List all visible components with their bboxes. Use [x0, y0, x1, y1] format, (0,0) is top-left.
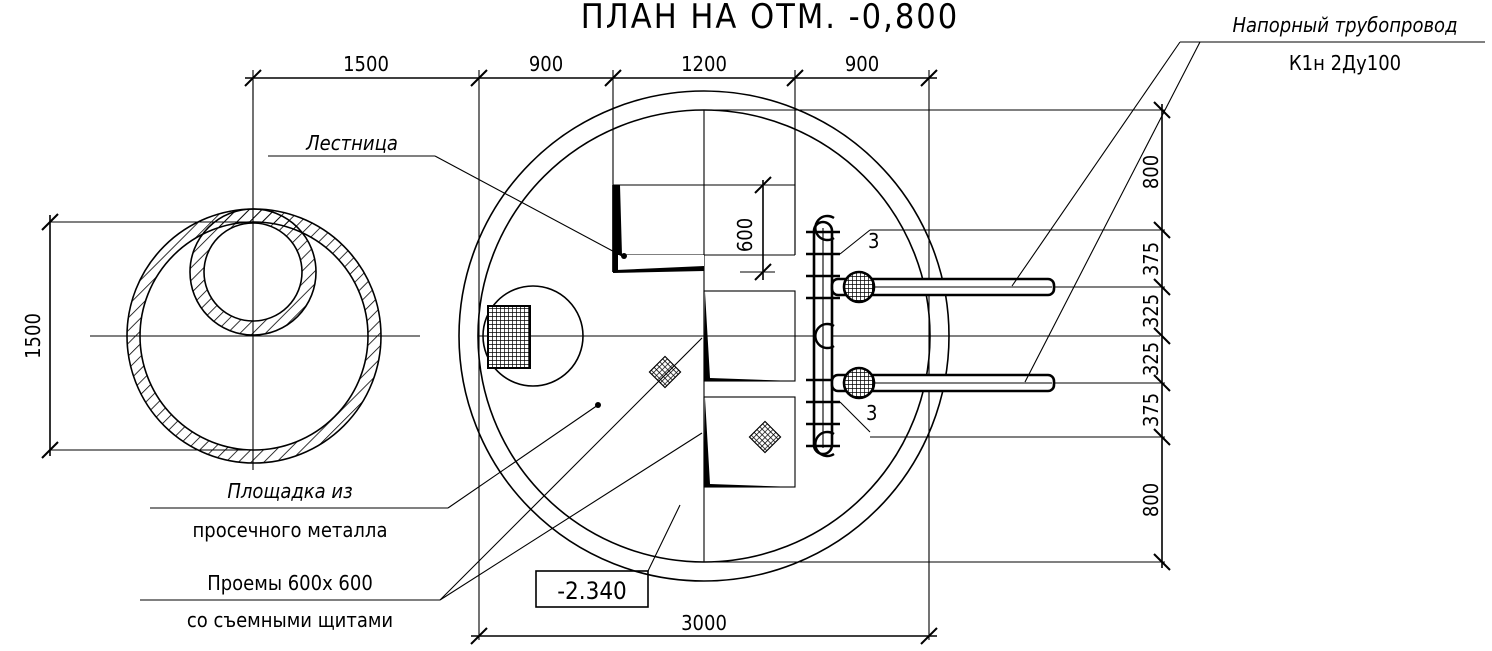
dimension-left-vertical: 1500	[21, 213, 253, 459]
dimension-text: 800	[1139, 483, 1163, 517]
dimension-text: 325	[1139, 294, 1163, 328]
dimension-text: 1200	[681, 52, 727, 76]
dimension-600: 600	[733, 176, 775, 281]
dimension-bottom: 3000	[470, 611, 938, 645]
dimension-text: 375	[1139, 393, 1163, 427]
openings-label-line2: со съемными щитами	[187, 608, 393, 632]
pipe-section-left	[90, 80, 420, 470]
chamber-plan: 600	[458, 90, 1165, 582]
dimension-text: 325	[1139, 342, 1163, 376]
grate-mark-1	[648, 355, 682, 389]
drain-well	[482, 285, 584, 387]
elevation-mark: -2.340	[535, 504, 681, 608]
pipeline-label-line1: Напорный трубопровод	[1232, 13, 1457, 37]
grate-mark-2	[748, 420, 782, 454]
openings-label-line1: Проемы 600х 600	[207, 571, 373, 595]
dimension-text: 1500	[343, 52, 389, 76]
dimension-text: 375	[1139, 242, 1163, 276]
dimension-text: 800	[1139, 155, 1163, 189]
dimension-text: 600	[733, 218, 757, 252]
pipework: 3 3	[806, 214, 1165, 458]
pipe-mark: 3	[866, 401, 877, 425]
pipeline-label-line2: К1н 2Ду100	[1289, 51, 1401, 75]
ladder-callout: Лестница	[268, 131, 627, 259]
openings-callout: Проемы 600х 600 со съемными щитами	[140, 337, 703, 632]
pipe-mark: 3	[868, 229, 879, 253]
platform-label-line1: Площадка из	[227, 479, 352, 503]
dimension-text: 900	[529, 52, 563, 76]
platform-label-line2: просечного металла	[193, 518, 388, 542]
dimension-text: 900	[845, 52, 879, 76]
dimension-right-chain: 800 375 325 325 375 800	[1139, 101, 1171, 571]
dimension-text: 1500	[21, 313, 45, 359]
ladder-label: Лестница	[305, 131, 398, 155]
elevation-text: -2.340	[557, 577, 627, 605]
drawing-title: ПЛАН НА ОТМ. -0,800	[581, 0, 959, 37]
dimension-text: 3000	[681, 611, 727, 635]
platform-callout: Площадка из просечного металла	[150, 402, 601, 542]
opening-upper	[703, 290, 796, 382]
opening-lower	[703, 396, 796, 488]
pipeline-callout: Напорный трубопровод К1н 2Ду100	[1011, 13, 1485, 383]
